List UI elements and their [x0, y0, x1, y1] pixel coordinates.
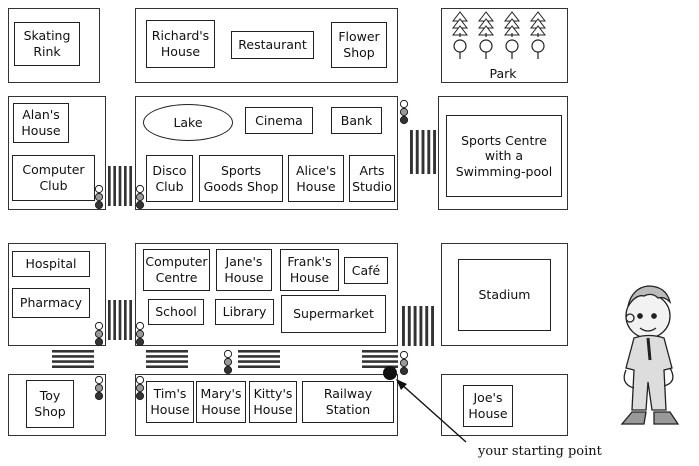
computer-centre-label: Computer Centre: [143, 249, 210, 291]
lake-label: Lake: [143, 104, 233, 141]
library-label: Library: [215, 299, 274, 325]
zebra-crossing-icon: [238, 350, 280, 368]
traffic-lights: [94, 99, 409, 401]
tree-icon: [505, 39, 519, 59]
computer-club-label: Computer Club: [12, 155, 95, 201]
tree-icon: [503, 11, 521, 37]
park-trees: [451, 11, 547, 59]
starting-point-caption: your starting point: [478, 444, 602, 459]
cinema-label: Cinema: [245, 107, 313, 134]
tree-icon: [529, 11, 547, 37]
arts-studio-label: Arts Studio: [349, 155, 395, 202]
tree-icon: [479, 39, 493, 59]
tree-icon: [453, 39, 467, 59]
traffic-light-icon: [94, 184, 104, 210]
pharmacy-label: Pharmacy: [12, 288, 90, 318]
zebra-crossings: [52, 130, 436, 368]
marys-house-label: Mary's House: [196, 381, 246, 423]
railway-station-label: Railway Station: [302, 381, 394, 423]
toy-shop-label: Toy Shop: [26, 380, 74, 428]
bank-label: Bank: [331, 107, 382, 134]
zebra-crossing-icon: [108, 300, 132, 340]
traffic-light-icon: [135, 184, 145, 210]
hospital-label: Hospital: [12, 251, 90, 277]
school-label: School: [148, 299, 204, 325]
sports-goods-shop-label: Sports Goods Shop: [199, 155, 283, 202]
franks-house-label: Frank's House: [280, 249, 339, 291]
traffic-light-icon: [399, 99, 409, 125]
skating-rink-label: Skating Rink: [14, 22, 80, 66]
flower-shop-label: Flower Shop: [331, 22, 387, 68]
traffic-light-icon: [223, 349, 233, 375]
start-marker-icon: [383, 366, 397, 380]
disco-club-label: Disco Club: [146, 155, 193, 202]
janes-house-label: Jane's House: [216, 249, 272, 291]
traffic-light-icon: [94, 321, 104, 347]
restaurant-label: Restaurant: [231, 31, 314, 59]
stadium-label: Stadium: [458, 259, 551, 331]
alans-house-label: Alan's House: [13, 103, 69, 143]
alices-house-label: Alice's House: [288, 155, 344, 202]
boy-figure-icon: [620, 285, 680, 425]
zebra-crossing-icon: [410, 130, 436, 174]
zebra-crossing-icon: [52, 350, 94, 368]
supermarket-label: Supermarket: [281, 295, 386, 333]
zebra-crossing-icon: [108, 166, 132, 206]
zebra-crossing-icon: [362, 350, 398, 368]
kittys-house-label: Kitty's House: [249, 381, 297, 423]
traffic-light-icon: [399, 350, 409, 376]
zebra-crossing-icon: [146, 350, 188, 368]
cafe-label: Café: [344, 257, 388, 284]
sports-centre-label: Sports Centre with a Swimming-pool: [446, 115, 562, 197]
tree-icon: [451, 11, 469, 37]
joes-house-label: Joe's House: [463, 385, 513, 427]
traffic-light-icon: [94, 375, 104, 401]
tree-icon: [531, 39, 545, 59]
start-arrow-icon: [396, 379, 467, 443]
zebra-crossing-icon: [402, 306, 434, 346]
tims-house-label: Tim's House: [146, 381, 194, 423]
tree-icon: [477, 11, 495, 37]
park-label: Park: [489, 66, 517, 82]
traffic-light-icon: [135, 321, 145, 347]
traffic-light-icon: [135, 375, 145, 401]
richards-house-label: Richard's House: [146, 20, 215, 68]
